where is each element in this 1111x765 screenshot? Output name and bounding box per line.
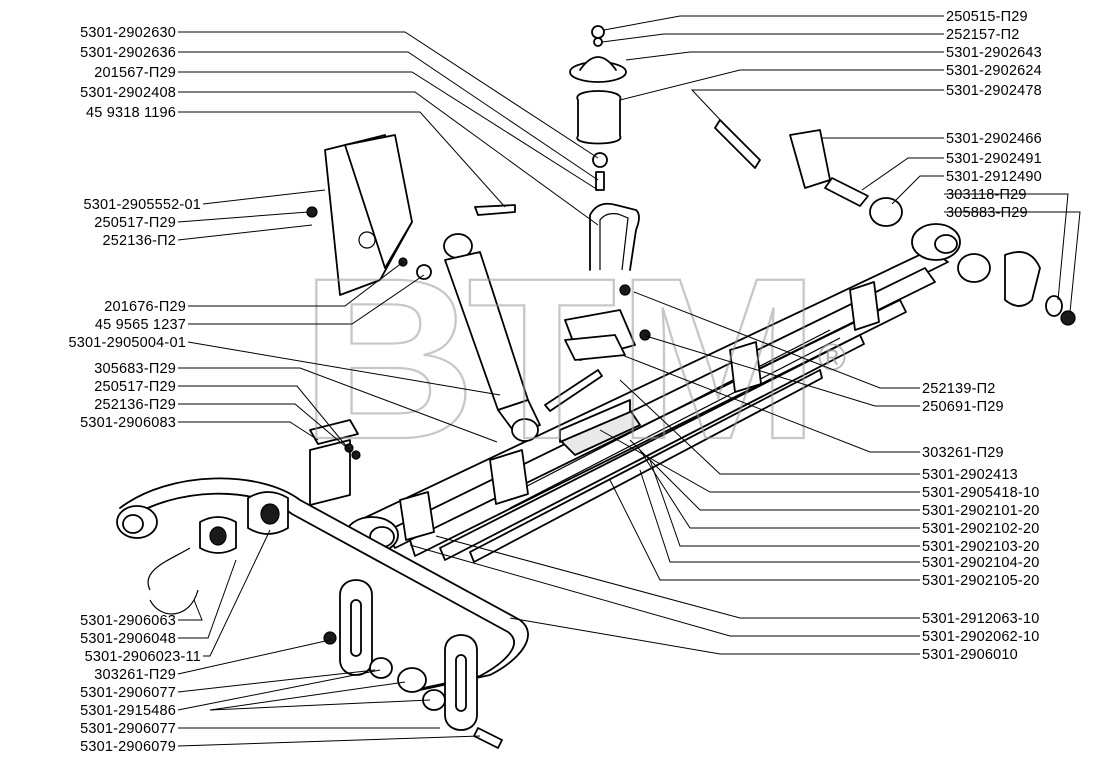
watermark: ВТМ ® — [299, 229, 846, 488]
part-label: 5301-2915486 — [80, 703, 176, 719]
part-label: 45 9318 1196 — [86, 105, 176, 121]
part-label: 250515-П29 — [946, 9, 1028, 25]
part-label: 5301-2906077 — [80, 721, 176, 737]
part-label: 252139-П2 — [922, 381, 996, 397]
stabilizer-bushings — [147, 491, 289, 615]
part-label: 252136-П2 — [103, 233, 177, 249]
part-label: 305883-П29 — [946, 205, 1028, 221]
part-label: 5301-2906048 — [80, 631, 176, 647]
stabilizer-bracket — [309, 419, 361, 506]
part-label: 5301-2902478 — [946, 83, 1042, 99]
part-label: 5301-2906023-11 — [85, 649, 201, 665]
bump-stop — [569, 25, 627, 191]
part-label: 5301-2906010 — [922, 647, 1018, 663]
labels-left: 5301-2902630 5301-2902636 201567-П29 530… — [69, 25, 202, 755]
rear-shackle — [714, 119, 1076, 326]
part-label: 250517-П29 — [94, 379, 176, 395]
part-label: 5301-2902643 — [946, 45, 1042, 61]
part-label: 5301-2902636 — [80, 45, 176, 61]
part-label: 201676-П29 — [104, 299, 186, 315]
front-bracket — [306, 134, 432, 296]
part-label: 5301-2905418-10 — [922, 485, 1040, 501]
part-label: 5301-2912063-10 — [922, 611, 1040, 627]
part-label: 305683-П29 — [94, 361, 176, 377]
part-label: 5301-2902408 — [80, 85, 176, 101]
part-label: 303118-П29 — [946, 187, 1027, 203]
part-label: 5301-2902102-20 — [922, 521, 1040, 537]
part-label: 303261-П29 — [922, 445, 1004, 461]
part-label: 303261-П29 — [94, 667, 176, 683]
part-label: 5301-2906077 — [80, 685, 176, 701]
part-label: 45 9565 1237 — [95, 317, 186, 333]
part-label: 252157-П2 — [946, 27, 1020, 43]
part-label: 201567-П29 — [94, 65, 176, 81]
leaf-spring — [345, 223, 961, 563]
stabilizer-links — [323, 579, 503, 749]
part-label: 5301-2902624 — [946, 63, 1042, 79]
part-label: 5301-2905552-01 — [84, 197, 202, 213]
watermark-text: ВТМ — [300, 230, 820, 487]
part-label: 5301-2906079 — [80, 739, 176, 755]
part-label: 250517-П29 — [94, 215, 176, 231]
part-label: 5301-2902101-20 — [922, 503, 1040, 519]
part-label: 5301-2906063 — [80, 613, 176, 629]
part-label: 5301-2902105-20 — [922, 573, 1040, 589]
part-label: 5301-2902103-20 — [922, 539, 1040, 555]
part-label: 5301-2906083 — [80, 415, 176, 431]
part-label: 252136-П29 — [94, 397, 176, 413]
part-label: 5301-2912490 — [946, 169, 1042, 185]
leader-lines — [177, 15, 1081, 747]
part-label: 250691-П29 — [922, 399, 1004, 415]
part-label: 5301-2905004-01 — [69, 335, 187, 351]
shock-absorber — [443, 204, 603, 442]
part-label: 5301-2902413 — [922, 467, 1018, 483]
part-label: 5301-2902104-20 — [922, 555, 1040, 571]
spring-pad — [564, 284, 651, 361]
part-label: 5301-2902062-10 — [922, 629, 1040, 645]
labels-right: 250515-П29 252157-П2 5301-2902643 5301-2… — [922, 9, 1042, 663]
part-label: 5301-2902491 — [946, 151, 1042, 167]
part-label: 5301-2902466 — [946, 131, 1042, 147]
watermark-registered-mark: ® — [818, 337, 846, 379]
part-label: 5301-2902630 — [80, 25, 176, 41]
u-bolt — [589, 202, 640, 271]
